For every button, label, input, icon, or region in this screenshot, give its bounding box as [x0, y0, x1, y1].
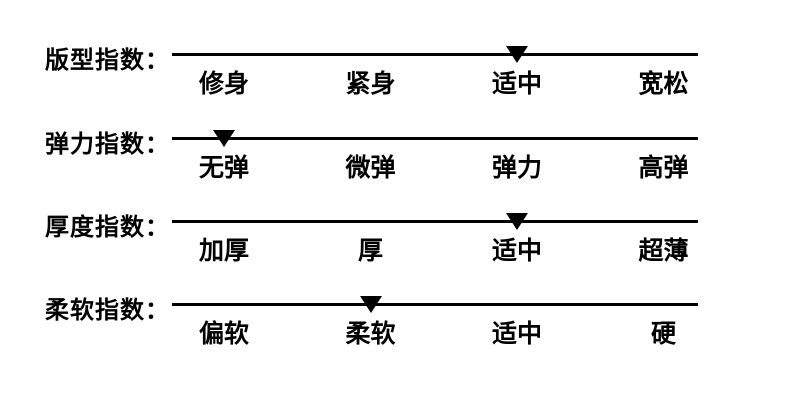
option-label: 超薄 — [638, 237, 689, 265]
option-label: 宽松 — [638, 70, 689, 98]
option-label: 硬 — [650, 320, 677, 348]
row-title: 弹力指数： — [45, 131, 170, 158]
option-label: 修身 — [198, 70, 250, 98]
row-title: 厚度指数： — [45, 214, 170, 241]
option-label: 紧身 — [345, 70, 396, 98]
option-label: 微弹 — [345, 154, 396, 182]
row-title: 版型指数： — [45, 47, 170, 74]
option-label: 加厚 — [198, 237, 250, 265]
option-label: 无弹 — [198, 154, 250, 182]
scale-line — [172, 53, 698, 56]
marker-triangle-icon — [506, 46, 528, 63]
scale-line — [172, 137, 698, 140]
option-label: 厚 — [357, 237, 384, 265]
option-label: 弹力 — [491, 154, 543, 182]
option-label: 高弹 — [638, 154, 689, 182]
row-title: 柔软指数： — [45, 297, 170, 324]
option-label: 适中 — [491, 237, 543, 265]
scale-line — [172, 303, 698, 306]
option-label: 偏软 — [198, 320, 250, 348]
option-label: 适中 — [491, 320, 543, 348]
marker-triangle-icon — [506, 213, 528, 230]
marker-triangle-icon — [359, 296, 382, 313]
option-label: 适中 — [491, 70, 543, 98]
option-label: 柔软 — [345, 320, 396, 348]
scale-line — [172, 220, 698, 223]
marker-triangle-icon — [213, 130, 235, 147]
